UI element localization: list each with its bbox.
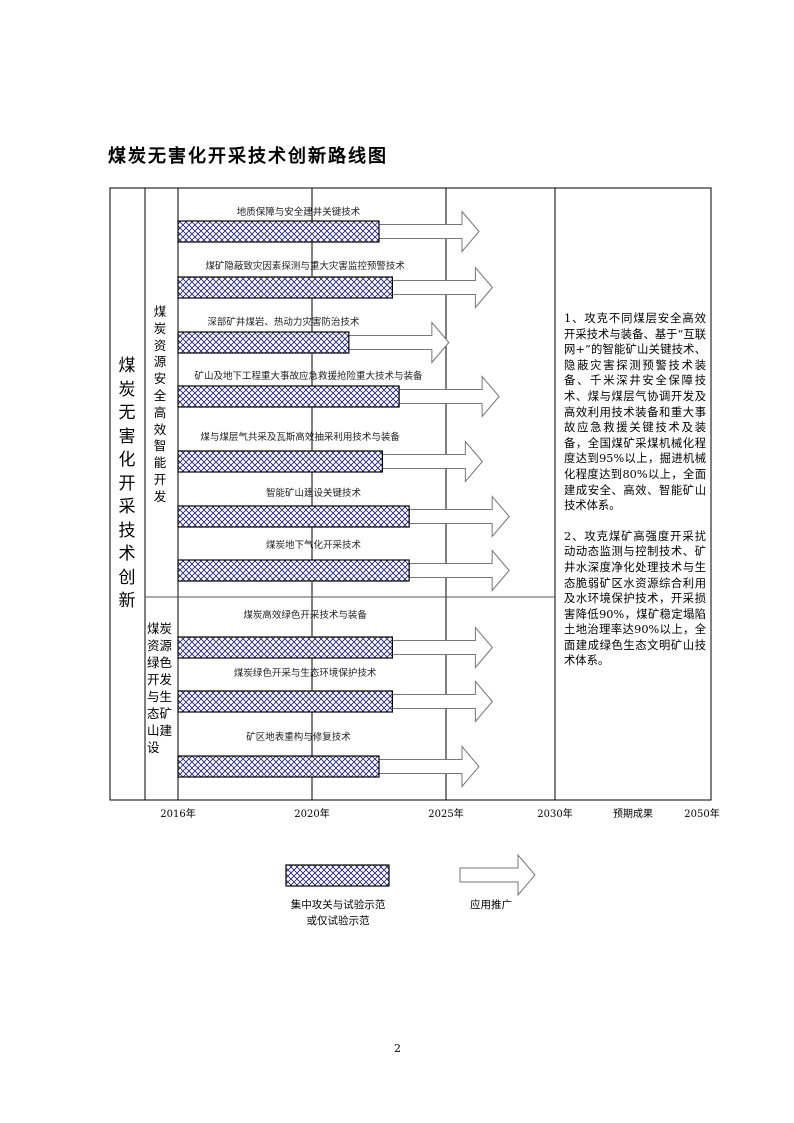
legend-bar-label: 集中攻关与试验示范 或仅试验示范 [286, 897, 390, 929]
category-2-line: 煤炭 [147, 621, 173, 636]
research-bar [177, 331, 350, 354]
axis-year-label: 预期成果 [613, 809, 653, 820]
promotion-arrow [391, 626, 494, 669]
research-bar [177, 276, 393, 299]
legend-arrow-swatch [459, 853, 536, 897]
technology-label: 煤矿隐蔽致灾因素探测与重大灾害监控预警技术 [205, 261, 405, 272]
promotion-arrow [408, 495, 510, 538]
legend-bar-swatch [285, 864, 390, 887]
promotion-arrow [381, 440, 484, 483]
category-2-line: 绿色 [147, 655, 173, 670]
page-title: 煤炭无害化开采技术创新路线图 [108, 146, 388, 167]
main-title-vertical: 煤炭无害化开采技术创新 [118, 356, 136, 611]
result-1: 1、攻克不同煤层安全高效开采技术与装备、基于“互联网+”的智能矿山关键技术、隐蔽… [564, 312, 706, 513]
technology-label: 矿区地表重构与修复技术 [246, 732, 351, 743]
expected-results: 1、攻克不同煤层安全高效开采技术与装备、基于“互联网+”的智能矿山关键技术、隐蔽… [564, 311, 706, 684]
research-bar [177, 636, 393, 659]
research-bar [177, 450, 383, 473]
technology-label: 深部矿井煤岩、热动力灾害防治技术 [207, 317, 360, 328]
promotion-arrow [391, 680, 494, 723]
promotion-arrow [391, 266, 494, 309]
axis-year-label: 2025年 [428, 809, 464, 820]
research-bar [177, 559, 410, 582]
category-2-line: 设 [147, 740, 160, 755]
research-bar [177, 755, 380, 778]
research-bar [177, 690, 393, 713]
promotion-arrow [348, 321, 450, 364]
promotion-arrow [378, 210, 480, 253]
legend-bar-label-1: 集中攻关与试验示范 [290, 899, 386, 911]
technology-label: 矿山及地下工程重大事故应急救援抢险重大技术与装备 [194, 371, 423, 382]
technology-label: 煤炭绿色开采与生态环境保护技术 [233, 668, 377, 679]
legend-arrow-label: 应用推广 [470, 899, 512, 911]
research-bar [177, 385, 400, 408]
technology-label: 智能矿山建设关键技术 [266, 488, 362, 499]
research-bar [177, 505, 410, 528]
category-2-line: 资源 [147, 638, 173, 653]
promotion-arrow [408, 549, 510, 592]
category-2-line: 与生 [147, 689, 173, 704]
technology-label: 煤与煤层气共采及瓦斯高效抽采利用技术与装备 [200, 432, 400, 443]
category-2-line: 态矿 [147, 706, 173, 721]
page-number: 2 [394, 1042, 401, 1055]
promotion-arrow [378, 745, 480, 788]
technology-label: 煤炭地下气化开采技术 [266, 540, 362, 551]
axis-year-label: 2030年 [537, 809, 573, 820]
axis-year-label: 2020年 [294, 809, 330, 820]
axis-year-label: 2050年 [684, 809, 720, 820]
technology-label: 地质保障与安全建井关键技术 [236, 207, 361, 218]
category-green-ecological: 煤炭资源绿色开发与生态矿山建设 [147, 620, 177, 756]
category-2-line: 开发 [147, 672, 173, 687]
legend-bar-label-2: 或仅试验示范 [306, 915, 370, 927]
result-2: 2、攻克煤矿高强度开采扰动动态监测与控制技术、矿井水深度净化处理技术与生态脆弱矿… [564, 529, 706, 668]
outer-frame [109, 187, 712, 801]
category-safe-efficient: 煤炭资源安全高效智能开发 [153, 304, 167, 504]
category-2-line: 山建 [147, 723, 173, 738]
axis-year-label: 2016年 [160, 809, 196, 820]
technology-label: 煤炭高效绿色开采技术与装备 [243, 610, 367, 621]
promotion-arrow [398, 375, 500, 418]
research-bar [177, 220, 380, 243]
